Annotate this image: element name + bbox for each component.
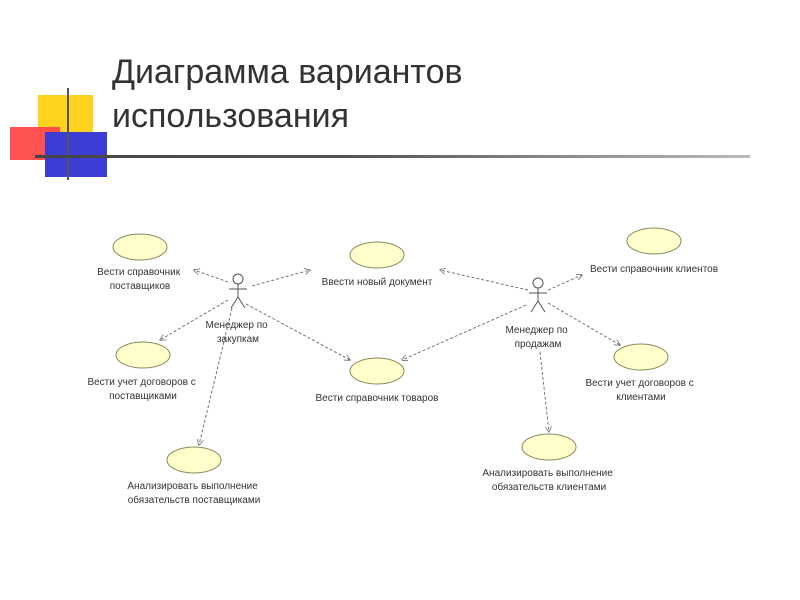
ellipse-new-document <box>349 241 405 269</box>
label-product-directory: Вести справочник товаров <box>316 393 439 404</box>
connectors <box>160 270 620 445</box>
label-new-document: Ввести новый документ <box>322 277 433 288</box>
actor-sales-manager-figure <box>529 277 547 313</box>
decor-vertical-line <box>67 88 69 180</box>
title-underline <box>35 155 750 158</box>
labels: Вести справочник поставщиков Ввести новы… <box>87 264 718 506</box>
ellipse-product-directory <box>349 357 405 385</box>
connector-sales-to-customer-contracts <box>547 302 620 345</box>
slide-title-line-2: использования <box>112 97 350 135</box>
label-supplier-directory: Вести справочник поставщиков <box>97 267 183 292</box>
ellipse-customer-directory <box>626 227 682 255</box>
connector-purchasing-to-product-directory <box>245 303 350 360</box>
ellipse-supplier-directory <box>112 233 168 261</box>
connector-purchasing-to-supplier-obligations <box>199 307 233 445</box>
label-supplier-contracts: Вести учет договоров с поставщиками <box>87 377 198 402</box>
connector-purchasing-to-supplier-directory <box>194 270 229 283</box>
connector-sales-to-customer-obligations <box>539 351 549 432</box>
label-customer-obligations: Анализировать выполнение обязательств кл… <box>482 468 615 493</box>
label-customer-directory: Вести справочник клиентов <box>590 264 718 275</box>
ellipse-supplier-contracts <box>115 341 171 369</box>
connector-purchasing-to-new-document <box>251 270 310 287</box>
connector-sales-to-customer-directory <box>547 275 582 291</box>
ellipse-supplier-obligations <box>166 446 222 474</box>
slide-title: Диаграмма вариантов использования <box>112 50 463 138</box>
label-purchasing-manager: Менеджер по закупкам <box>205 320 270 345</box>
decor-blue-square <box>45 132 107 177</box>
connector-purchasing-to-supplier-contracts <box>160 299 229 340</box>
use-case-ellipses <box>112 227 682 474</box>
ellipse-customer-obligations <box>521 433 577 461</box>
ellipse-customer-contracts <box>613 343 669 371</box>
label-supplier-obligations: Анализировать выполнение обязательств по… <box>127 481 260 506</box>
slide-title-line-1: Диаграмма вариантов <box>112 53 463 91</box>
connector-sales-to-product-directory <box>402 304 527 360</box>
connector-sales-to-new-document <box>440 270 529 291</box>
label-sales-manager: Менеджер по продажам <box>505 325 570 350</box>
label-customer-contracts: Вести учет договоров с клиентами <box>585 378 696 403</box>
actor-purchasing-manager-figure <box>229 273 247 309</box>
